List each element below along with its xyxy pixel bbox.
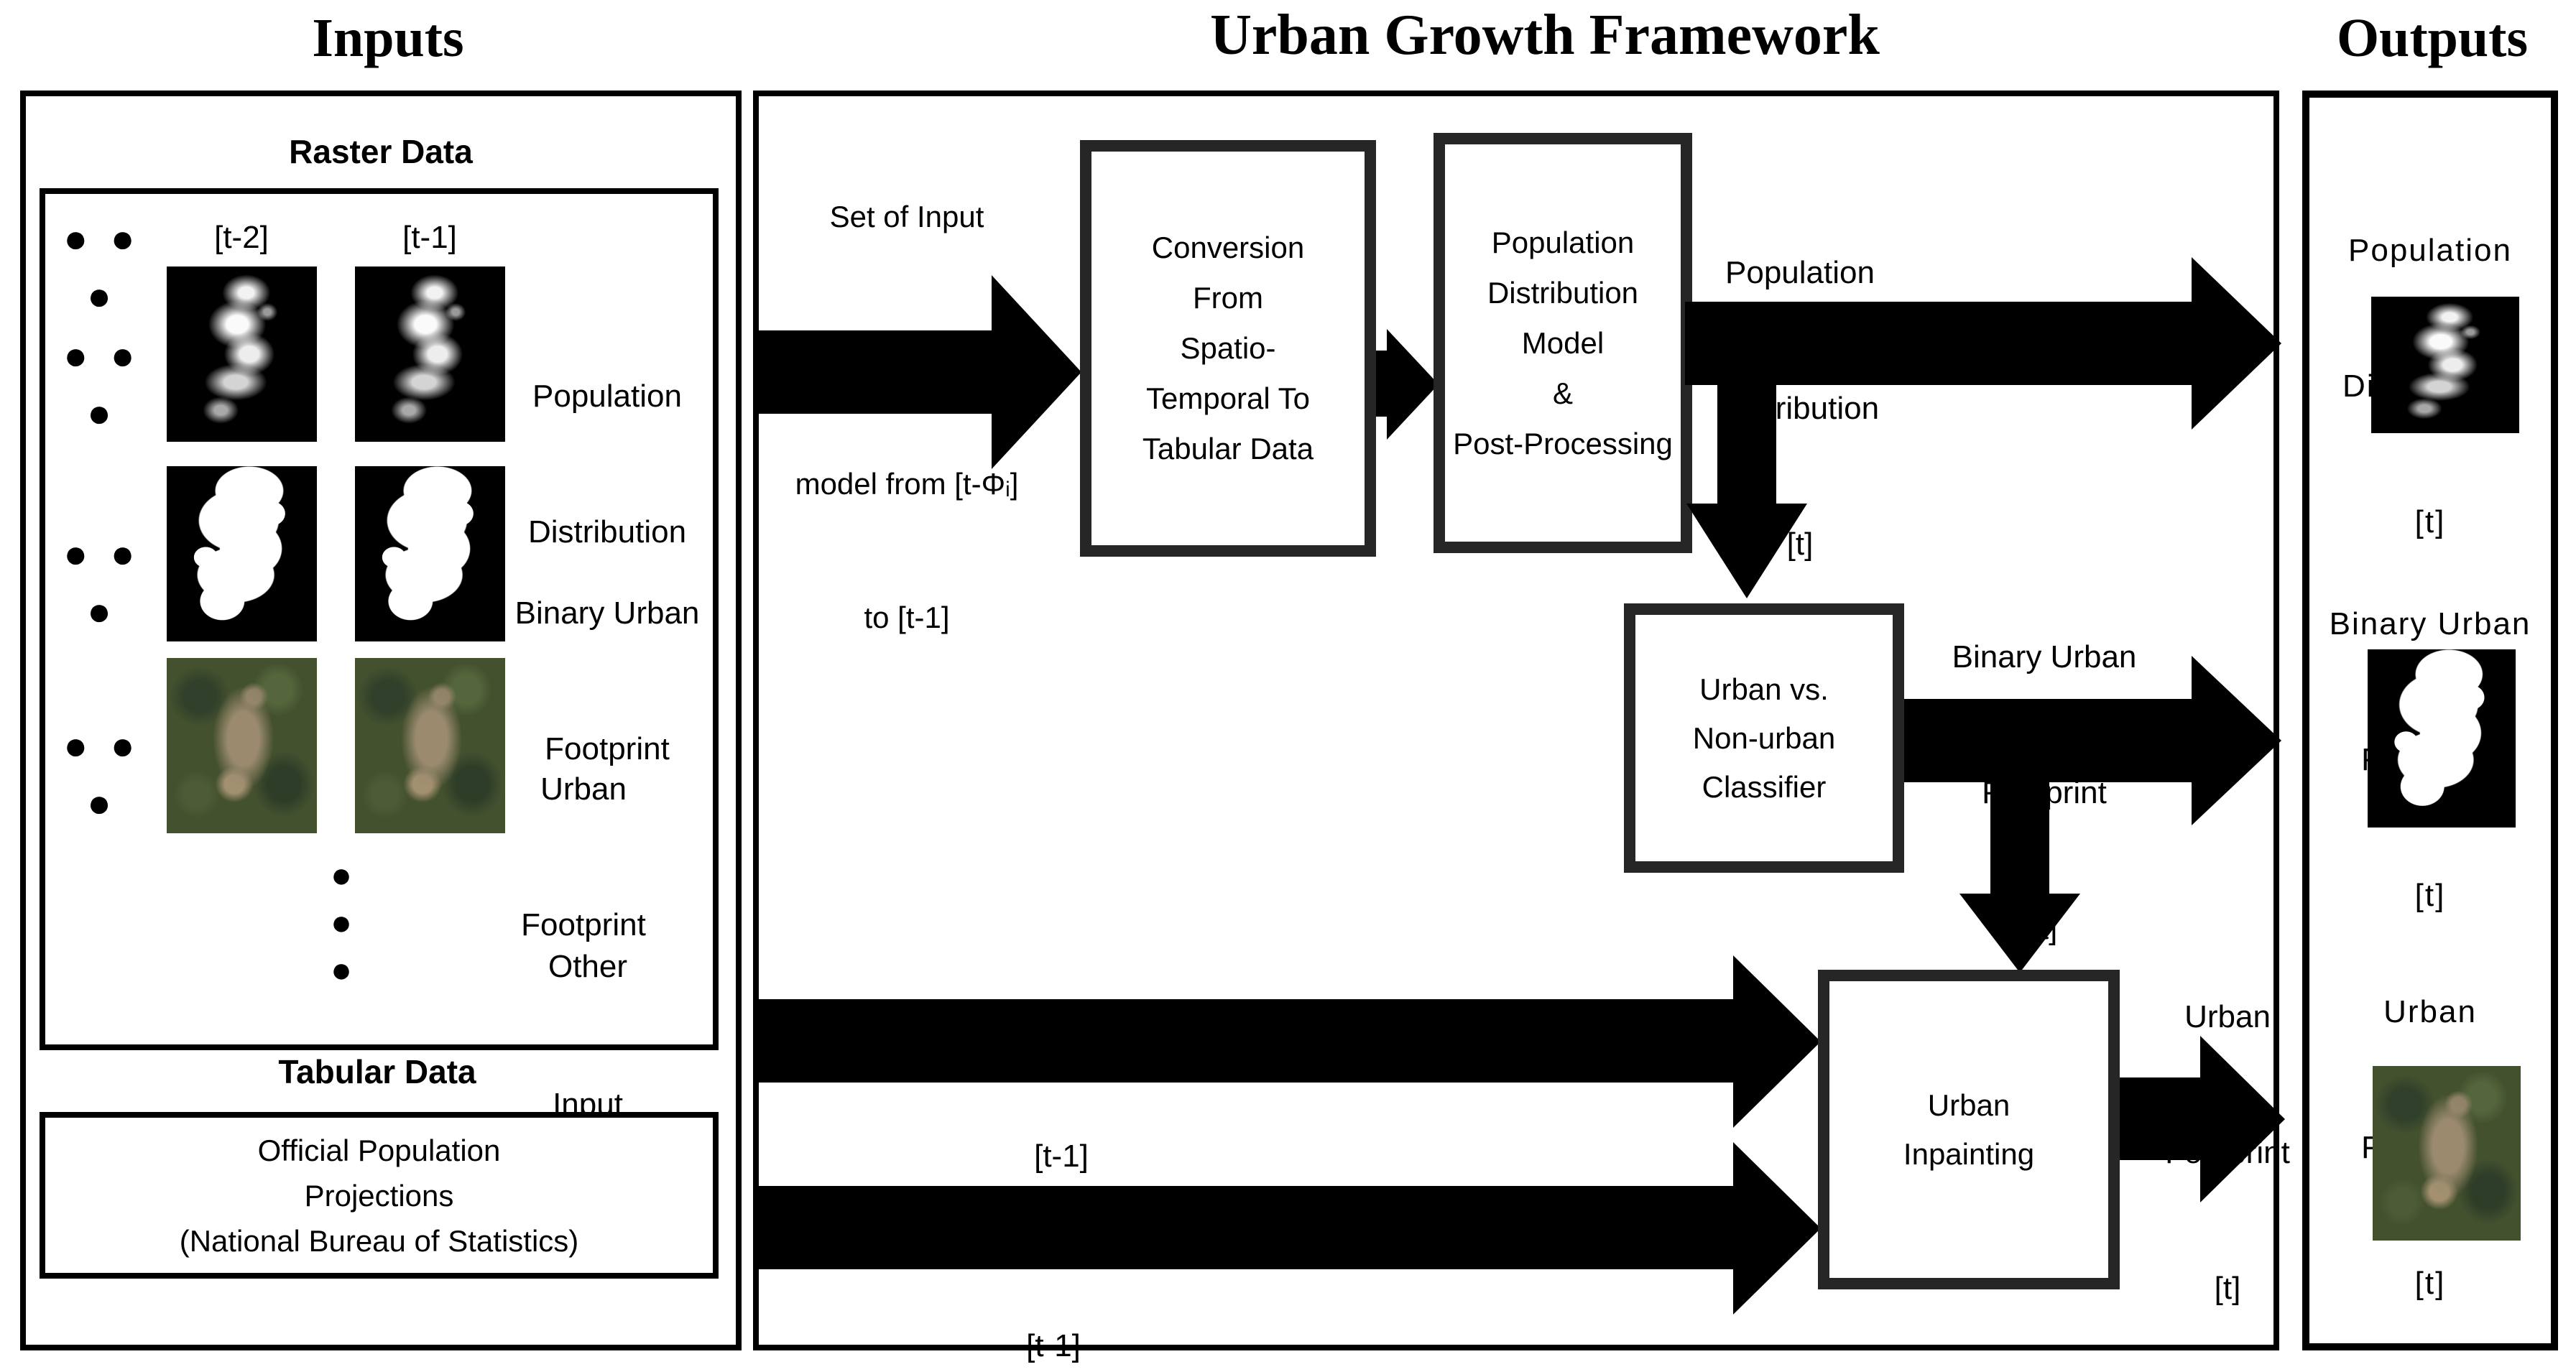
label-line: [t] bbox=[2214, 1271, 2241, 1306]
arrow-classifier-to-outputs-shaft bbox=[1904, 699, 2192, 782]
box-line: & bbox=[1552, 376, 1573, 410]
ellipsis-icon: ● ● ● bbox=[63, 333, 141, 435]
box-line: Non-urban bbox=[1692, 720, 1836, 755]
box-line: Urban vs. bbox=[1699, 672, 1829, 706]
arrow-conversion-to-model-head bbox=[1387, 329, 1439, 440]
ellipsis-icon: ● ● ● bbox=[63, 531, 141, 634]
label-line: Other bbox=[548, 949, 628, 984]
vertical-ellipsis-icon: ● ● ● bbox=[316, 851, 366, 993]
arrow-classifier-to-outputs-head bbox=[2192, 656, 2281, 825]
arrow-inputs-to-conversion-head bbox=[992, 275, 1081, 469]
box-line: Classifier bbox=[1702, 769, 1827, 804]
urban-footprint-t2-thumbnail bbox=[167, 658, 317, 833]
label-line: Footprint bbox=[545, 731, 670, 766]
box-line: Conversion bbox=[1151, 231, 1305, 264]
population-distribution-row-label: Population Distribution bbox=[471, 283, 744, 645]
inputs-title: Inputs bbox=[312, 8, 464, 68]
box-line: (National Bureau of Statistics) bbox=[179, 1223, 579, 1258]
label-line: [t-1] bbox=[1034, 1139, 1089, 1174]
binary-urban-footprint-t2-thumbnail bbox=[167, 466, 317, 641]
dot: ● bbox=[330, 855, 353, 895]
outputs-title: Outputs bbox=[2336, 8, 2529, 68]
box-line: Official Population bbox=[257, 1133, 501, 1167]
box-line: Model bbox=[1521, 325, 1605, 360]
label-line: [t] bbox=[2414, 878, 2446, 913]
output-urban-footprint-thumbnail bbox=[2373, 1066, 2521, 1241]
box-line: Urban bbox=[1927, 1088, 2011, 1122]
label-line: Distribution bbox=[527, 514, 687, 550]
arrow-down-to-classifier-head bbox=[1686, 504, 1807, 598]
arrow-down-to-inpainting-head bbox=[1959, 894, 2080, 973]
label-line: [t] bbox=[2414, 504, 2446, 539]
time-label-t1: [t-1] bbox=[402, 220, 457, 255]
box-line: Distribution bbox=[1487, 275, 1639, 310]
box-line: Temporal To bbox=[1145, 381, 1310, 415]
dot: ● bbox=[330, 950, 353, 990]
population-distribution-model-box: Population Distribution Model & Post-Pro… bbox=[1434, 133, 1692, 553]
arrow-down-to-inpainting-shaft bbox=[1990, 781, 2049, 894]
raster-data-header: Raster Data bbox=[289, 133, 473, 170]
label-line: [t] bbox=[2414, 1266, 2446, 1301]
arrow-down-to-classifier-shaft bbox=[1717, 384, 1776, 504]
box-line: Post-Processing bbox=[1453, 426, 1673, 460]
output-binary-urban-footprint-thumbnail bbox=[2368, 649, 2516, 828]
arrow-inputs-to-conversion-shaft bbox=[758, 330, 992, 414]
urban-inpainting-box: Urban Inpainting bbox=[1818, 970, 2120, 1289]
label-line: Binary Urban bbox=[2329, 606, 2531, 641]
note-line: Set of Input bbox=[829, 200, 984, 233]
other-input-variables-label: Other Input Variables bbox=[466, 852, 710, 1358]
note-line: to [t-1] bbox=[864, 601, 950, 634]
box-line: Inpainting bbox=[1903, 1136, 2035, 1171]
label-line: Footprint bbox=[521, 907, 646, 942]
binary-urban-footprint-row-label: Binary Urban Footprint bbox=[471, 500, 744, 862]
box-line: Projections bbox=[304, 1178, 454, 1213]
arrow-population-to-outputs-shaft bbox=[1685, 302, 2192, 385]
label-line: [t-1] bbox=[1026, 1328, 1081, 1363]
time-label-t2: [t-2] bbox=[214, 220, 269, 255]
arrow-inpainting-to-outputs-head bbox=[2200, 1036, 2285, 1202]
label-line: Urban bbox=[2184, 999, 2271, 1034]
framework-title: Urban Growth Framework bbox=[1210, 4, 1880, 67]
population-distribution-t2-thumbnail bbox=[167, 266, 317, 442]
label-line: Binary Urban bbox=[1952, 639, 2137, 675]
label-line: Distribution bbox=[1720, 391, 1880, 426]
arrow-buf-t1-to-inpainting-shaft bbox=[758, 999, 1733, 1083]
urban-footprint-row-label: Urban Footprint bbox=[447, 676, 720, 1038]
official-population-projections-box: Official Population Projections (Nationa… bbox=[40, 1112, 719, 1279]
box-line: Spatio- bbox=[1180, 331, 1276, 365]
box-line: Tabular Data bbox=[1142, 432, 1314, 465]
label-line: Binary Urban bbox=[514, 595, 700, 631]
label-line: Population bbox=[532, 379, 682, 414]
ellipsis-icon: ● ● ● bbox=[63, 723, 141, 825]
output-population-distribution-thumbnail bbox=[2371, 297, 2519, 433]
label-line: Population bbox=[2348, 233, 2512, 268]
urban-footprint-t1-thumbnail bbox=[355, 658, 505, 833]
binary-urban-footprint-t1-thumbnail bbox=[355, 466, 505, 641]
label-line: Urban bbox=[540, 771, 627, 807]
population-distribution-t1-thumbnail bbox=[355, 266, 505, 442]
arrow-population-to-outputs-head bbox=[2192, 257, 2281, 430]
conversion-box: Conversion From Spatio- Temporal To Tabu… bbox=[1080, 140, 1376, 557]
arrow-buf-t1-to-inpainting-head bbox=[1733, 955, 1821, 1128]
arrow-inpainting-to-outputs-shaft bbox=[2120, 1077, 2200, 1160]
arrow-uf-t1-to-inpainting-head bbox=[1733, 1142, 1821, 1315]
arrow-uf-t1-to-inpainting-shaft bbox=[758, 1186, 1733, 1269]
ellipsis-icon: ● ● ● bbox=[63, 215, 141, 318]
label-line: Urban bbox=[2383, 994, 2477, 1029]
dot: ● bbox=[330, 902, 353, 942]
urban-vs-nonurban-classifier-box: Urban vs. Non-urban Classifier bbox=[1624, 603, 1904, 873]
label-line: Population bbox=[1725, 255, 1875, 290]
note-line: model from [t-Φᵢ] bbox=[795, 467, 1019, 501]
tabular-data-header: Tabular Data bbox=[278, 1053, 476, 1090]
box-line: From bbox=[1193, 281, 1263, 315]
box-line: Population bbox=[1491, 225, 1635, 259]
